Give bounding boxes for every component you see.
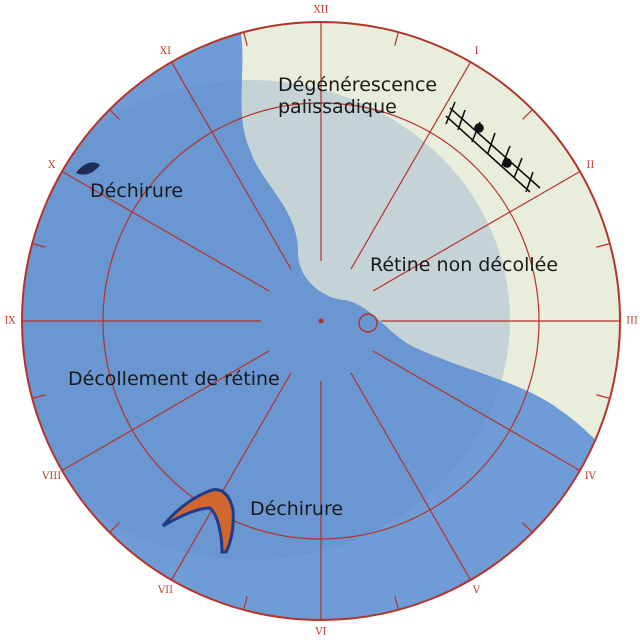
half-hour-tick [32,394,46,399]
meridian-line [350,61,472,270]
half-hour-tick [243,596,248,610]
meridian-line [170,372,292,581]
meridian-line [61,170,270,292]
clock-hour-label: VIII [41,471,61,482]
label-attached-retina: Rétine non décollée [370,254,559,276]
meridian-line [372,350,581,472]
clock-hour-label: X [48,160,56,171]
clock-hour-label: VI [314,627,326,638]
half-hour-tick [522,109,533,120]
meridian-line [372,170,581,292]
clock-hour-label: III [626,316,638,327]
fovea-dot [318,318,324,324]
half-hour-tick [394,32,399,46]
clock-hour-label: V [472,585,481,596]
clock-hour-label: IX [4,316,16,327]
clock-hour-label: VII [157,585,173,596]
meridian-line [350,372,472,581]
clock-hour-label: II [586,160,594,171]
tear-lower [161,488,235,554]
half-hour-tick [109,109,120,120]
clock-hour-label: IV [585,471,597,482]
clock-hour-label: I [475,46,479,57]
half-hour-tick [596,243,610,248]
lattice-degeneration-sketch [445,101,541,193]
tear-upper [76,162,100,175]
half-hour-tick [596,394,610,399]
half-hour-tick [109,522,120,533]
half-hour-tick [522,522,533,533]
half-hour-tick [394,596,399,610]
clock-hour-label: XII [313,5,328,16]
label-tear-lower: Déchirure [250,498,344,520]
label-lattice-degeneration: Dégénérescence palissadique [278,74,438,118]
label-tear-upper: Déchirure [90,180,184,202]
half-hour-tick [243,32,248,46]
clock-hour-label: XI [160,46,171,57]
meridian-line [61,350,270,472]
label-retinal-detachment: Décollement de rétine [68,368,280,390]
half-hour-tick [32,243,46,248]
optic-disc [358,313,378,333]
meridian-line [170,61,292,270]
